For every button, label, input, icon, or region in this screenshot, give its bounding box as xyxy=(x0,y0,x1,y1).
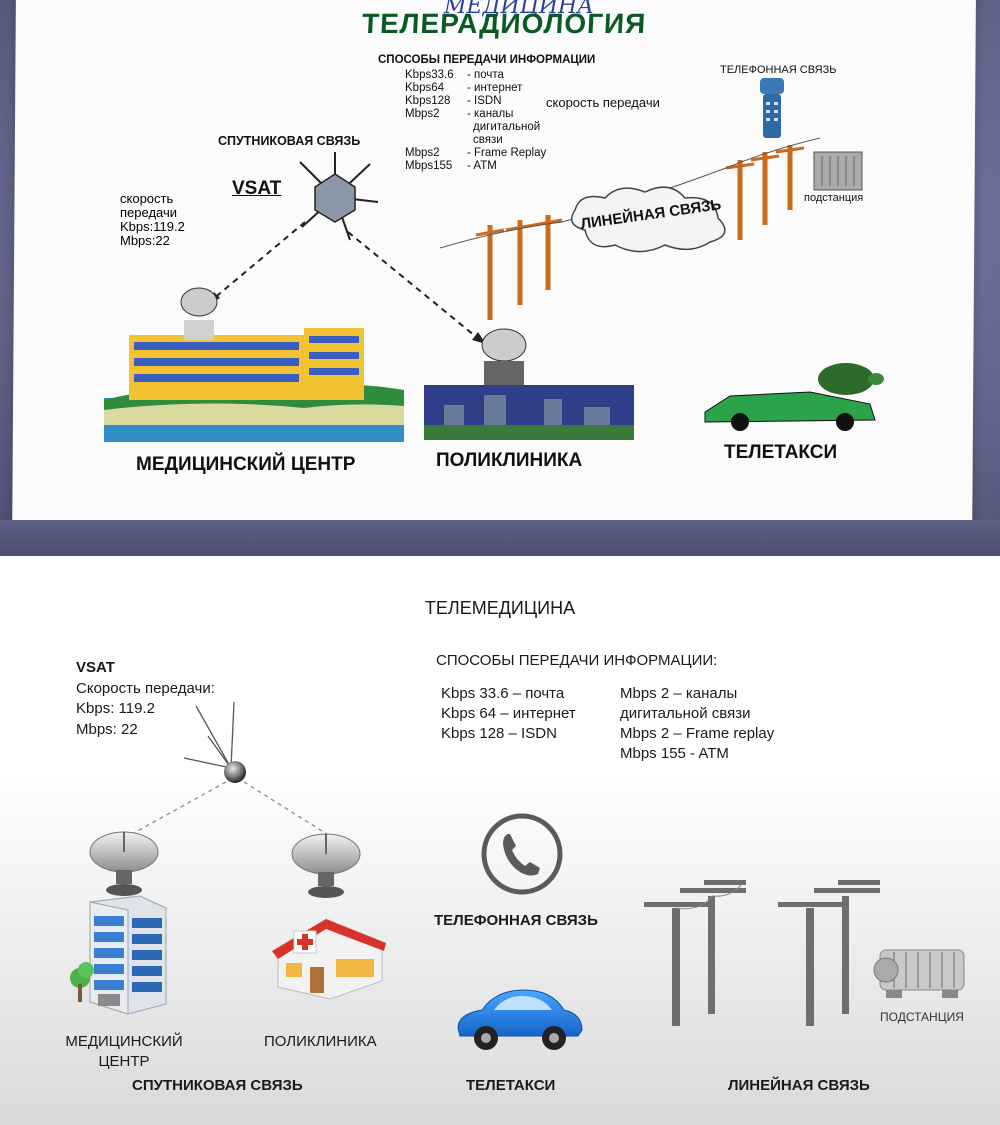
rate-description: - почта xyxy=(467,69,504,81)
car-icon xyxy=(704,391,876,431)
vsat-kbps: Kbps: 119.2 xyxy=(76,700,155,717)
power-pole-icon xyxy=(644,880,880,1026)
satellite-icon xyxy=(183,701,246,783)
method-item: Kbps 33.6 – почта xyxy=(441,685,565,702)
clinic-icon xyxy=(272,919,386,1000)
phone-icon xyxy=(760,78,784,138)
cloud-icon xyxy=(570,186,726,253)
methods-right-list: Mbps 2 – каналы дигитальной связи Mbps 2… xyxy=(620,684,774,764)
medical-center-scene xyxy=(104,287,404,442)
vsat-speed: скорость передачи Kbps:119.2 Mbps:22 xyxy=(120,192,185,248)
medical-center-label: МЕДИЦИНСКИЙ ЦЕНТР xyxy=(136,454,356,475)
handwritten-note: МЕДИЦИНА xyxy=(444,0,594,19)
phone-label: ТЕЛЕФОННАЯ СВЯЗЬ xyxy=(434,912,598,929)
medical-center-line: ЦЕНТР xyxy=(98,1053,150,1070)
rate-value: Kbps64 xyxy=(405,82,445,94)
rate-value: Mbps2 xyxy=(405,108,440,120)
methods-title: СПОСОБЫ ПЕРЕДАЧИ ИНФОРМАЦИИ xyxy=(378,54,596,66)
vsat-heading: VSAT xyxy=(76,659,115,676)
turtle-icon xyxy=(818,363,884,395)
medical-center-label: МЕДИЦИНСКИЙ ЦЕНТР xyxy=(40,1032,208,1072)
methods-left-list: Kbps 33.6 – почта Kbps 64 – интернет Kbp… xyxy=(441,684,576,744)
vsat-mbps: Mbps: 22 xyxy=(76,721,138,738)
method-item: Kbps 64 – интернет xyxy=(441,705,576,722)
phone-label: ТЕЛЕФОННАЯ СВЯЗЬ xyxy=(720,64,837,76)
satellite-icon xyxy=(299,152,379,241)
rate-description: - ATM xyxy=(467,160,497,172)
rate-row: Kbps64 - интернет xyxy=(405,82,546,95)
rate-row: Mbps2 - Frame Replay xyxy=(405,147,546,160)
satellite-comm-label: СПУТНИКОВАЯ СВЯЗЬ xyxy=(132,1077,303,1094)
rate-description: - интернет xyxy=(467,82,523,94)
rate-row: Kbps33.6 - почта xyxy=(405,69,546,82)
clinic-scene xyxy=(424,328,634,440)
vsat-speed-line: передачи xyxy=(120,205,178,220)
clinic-label: ПОЛИКЛИНИКА xyxy=(264,1033,377,1050)
rate-description: связи xyxy=(473,134,503,146)
office-building-icon xyxy=(70,895,167,1015)
substation-label: подстанция xyxy=(804,192,864,204)
rate-description: - Frame Replay xyxy=(467,147,547,159)
medical-center-line: МЕДИЦИНСКИЙ xyxy=(65,1033,183,1050)
method-item: Mbps 2 – каналы xyxy=(620,685,738,702)
diagram-title-row: ТЕЛЕМЕДИЦИНА xyxy=(0,598,1000,619)
rate-value: Kbps33.6 xyxy=(405,69,454,81)
rate-description: - ISDN xyxy=(467,95,502,107)
diagram-title: ТЕЛЕМЕДИЦИНА xyxy=(424,598,576,618)
power-lines xyxy=(440,137,820,320)
dish-antenna-icon xyxy=(291,833,361,898)
method-item: Mbps 2 – Frame replay xyxy=(620,725,775,742)
vsat-speed-line: Mbps:22 xyxy=(120,233,170,248)
satellite-label: СПУТНИКОВАЯ СВЯЗЬ xyxy=(218,134,361,148)
satellite-links xyxy=(131,781,331,837)
method-item: Mbps 155 - ATM xyxy=(620,745,729,762)
transformer-icon xyxy=(813,151,863,191)
rate-description: - каналы xyxy=(467,108,514,120)
rate-row: Mbps2 - каналы xyxy=(405,108,546,121)
rate-row: связи xyxy=(405,134,546,147)
rate-value: Kbps128 xyxy=(405,95,451,107)
vsat-speed-label: Скорость передачи: xyxy=(76,680,215,697)
methods-title: СПОСОБЫ ПЕРЕДАЧИ ИНФОРМАЦИИ: xyxy=(436,652,718,669)
clinic-label: ПОЛИКЛИНИКА xyxy=(436,450,583,471)
method-item: дигитальной связи xyxy=(620,705,751,722)
poster-photo: МЕДИЦИНА ТЕЛЕРАДИОЛОГИЯ СПОСОБЫ ПЕРЕДАЧИ… xyxy=(0,0,1000,556)
diagram-panel: ТЕЛЕМЕДИЦИНА VSAT Скорость передачи: Kbp… xyxy=(0,556,1000,1125)
rate-value: Mbps2 xyxy=(405,147,440,159)
vsat-speed-line: скорость xyxy=(120,191,174,206)
transformer-icon xyxy=(873,949,965,998)
rate-row: дигитальной xyxy=(405,121,546,134)
vsat-speed-line: Kbps:119.2 xyxy=(120,219,185,234)
phone-icon xyxy=(481,813,563,895)
vsat-label: VSAT xyxy=(232,178,282,199)
car-icon xyxy=(457,989,583,1050)
rate-row: Kbps128 - ISDN xyxy=(405,95,546,108)
rate-row: Mbps155 - ATM xyxy=(405,160,546,173)
rate-description: дигитальной xyxy=(473,121,541,133)
dish-antenna-icon xyxy=(89,831,159,896)
rate-value: Mbps155 xyxy=(405,160,453,172)
teletaxi-label: ТЕЛЕТАКСИ xyxy=(466,1077,556,1094)
speed-label: скорость передачи xyxy=(546,95,660,110)
method-item: Kbps 128 – ISDN xyxy=(441,725,557,742)
taxi-label: ТЕЛЕТАКСИ xyxy=(724,442,838,463)
line-comm-label: ЛИНЕЙНАЯ СВЯЗЬ xyxy=(728,1077,870,1094)
substation-label: ПОДСТАНЦИЯ xyxy=(880,1010,964,1024)
photo-background xyxy=(0,520,1000,556)
